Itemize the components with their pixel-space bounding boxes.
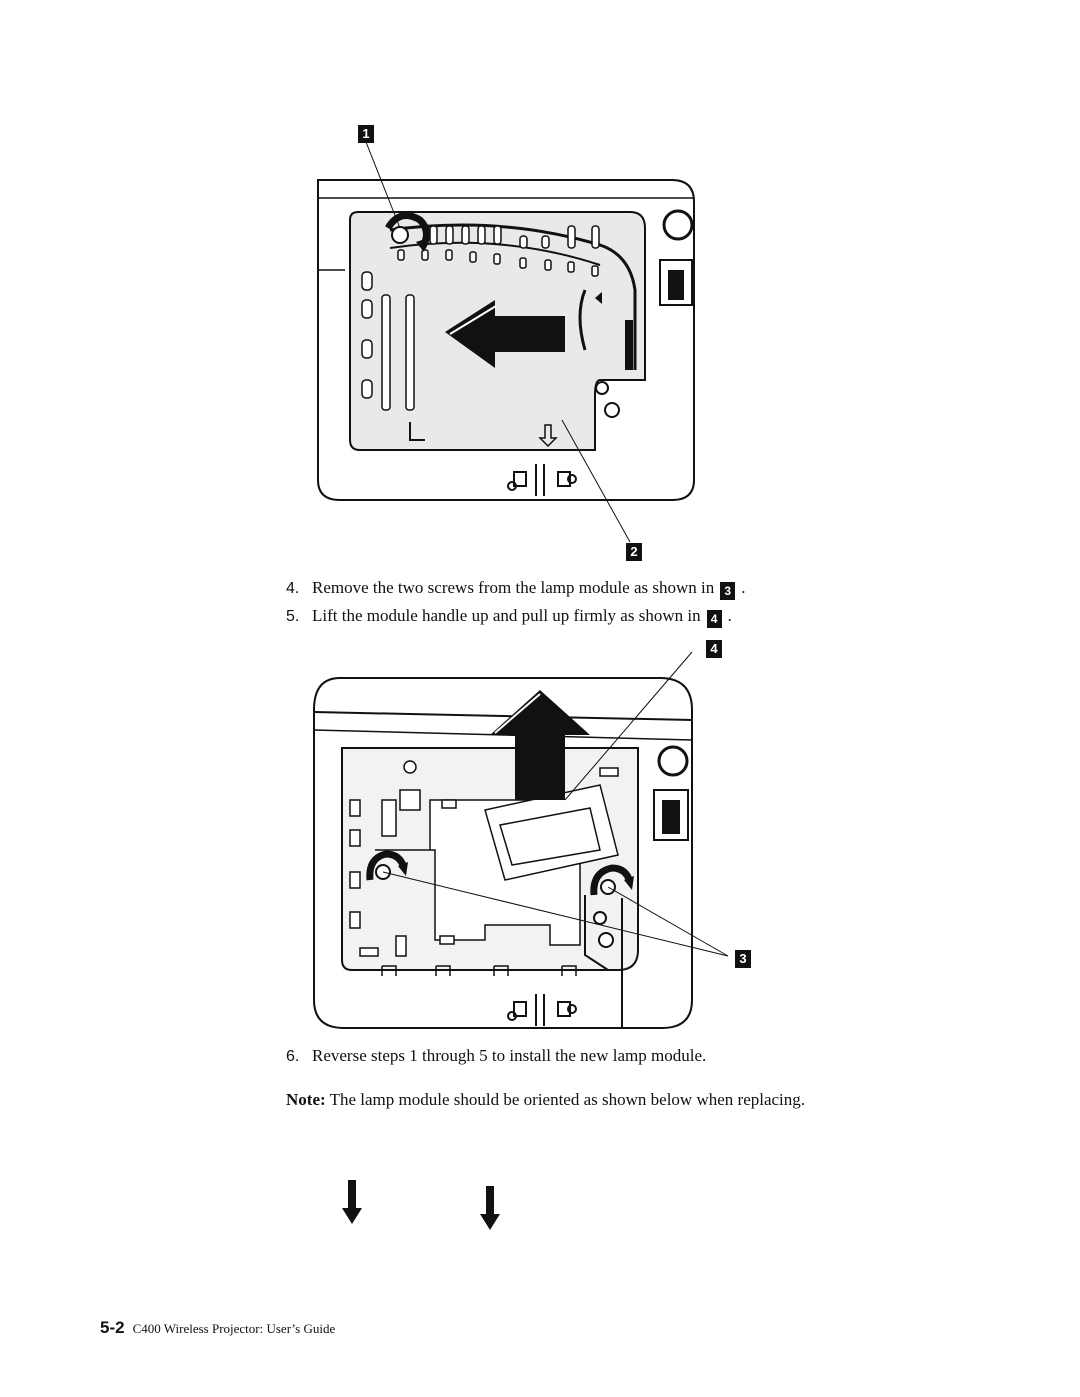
step-number: 5. <box>286 608 300 625</box>
lamp-module-illustration <box>313 651 729 1029</box>
callout-4: 4 <box>706 640 722 658</box>
note-text: The lamp module should be oriented as sh… <box>329 1090 806 1109</box>
step-text: Reverse steps 1 through 5 to install the… <box>312 1046 707 1065</box>
callout-2: 2 <box>626 543 642 561</box>
lamp-cover-illustration <box>317 141 695 543</box>
step-text: Lift the module handle up and pull up fi… <box>312 606 701 625</box>
callout-1: 1 <box>358 125 374 143</box>
callout-ref: 3 <box>720 582 736 600</box>
step-number: 4. <box>286 580 300 597</box>
note-label: Note: <box>286 1090 326 1109</box>
orientation-arrow-left-icon <box>342 1180 362 1224</box>
callout-ref: 4 <box>706 610 722 628</box>
guide-title: C400 Wireless Projector: User’s Guide <box>132 1321 336 1336</box>
page-footer: 5-2 C400 Wireless Projector: User’s Guide <box>100 1318 335 1338</box>
step-end: . <box>727 606 732 625</box>
callout-3: 3 <box>735 950 751 968</box>
note: Note: The lamp module should be oriented… <box>286 1090 805 1110</box>
step-4: 4. Remove the two screws from the lamp mo… <box>286 578 746 600</box>
step-5: 5. Lift the module handle up and pull up … <box>286 606 732 628</box>
step-end: . <box>741 578 746 597</box>
step-6: 6. Reverse steps 1 through 5 to install t… <box>286 1046 706 1066</box>
orientation-arrow-right-icon <box>480 1186 500 1230</box>
step-text: Remove the two screws from the lamp modu… <box>312 578 715 597</box>
step-number: 6. <box>286 1048 300 1065</box>
page-number: 5-2 <box>100 1318 125 1337</box>
